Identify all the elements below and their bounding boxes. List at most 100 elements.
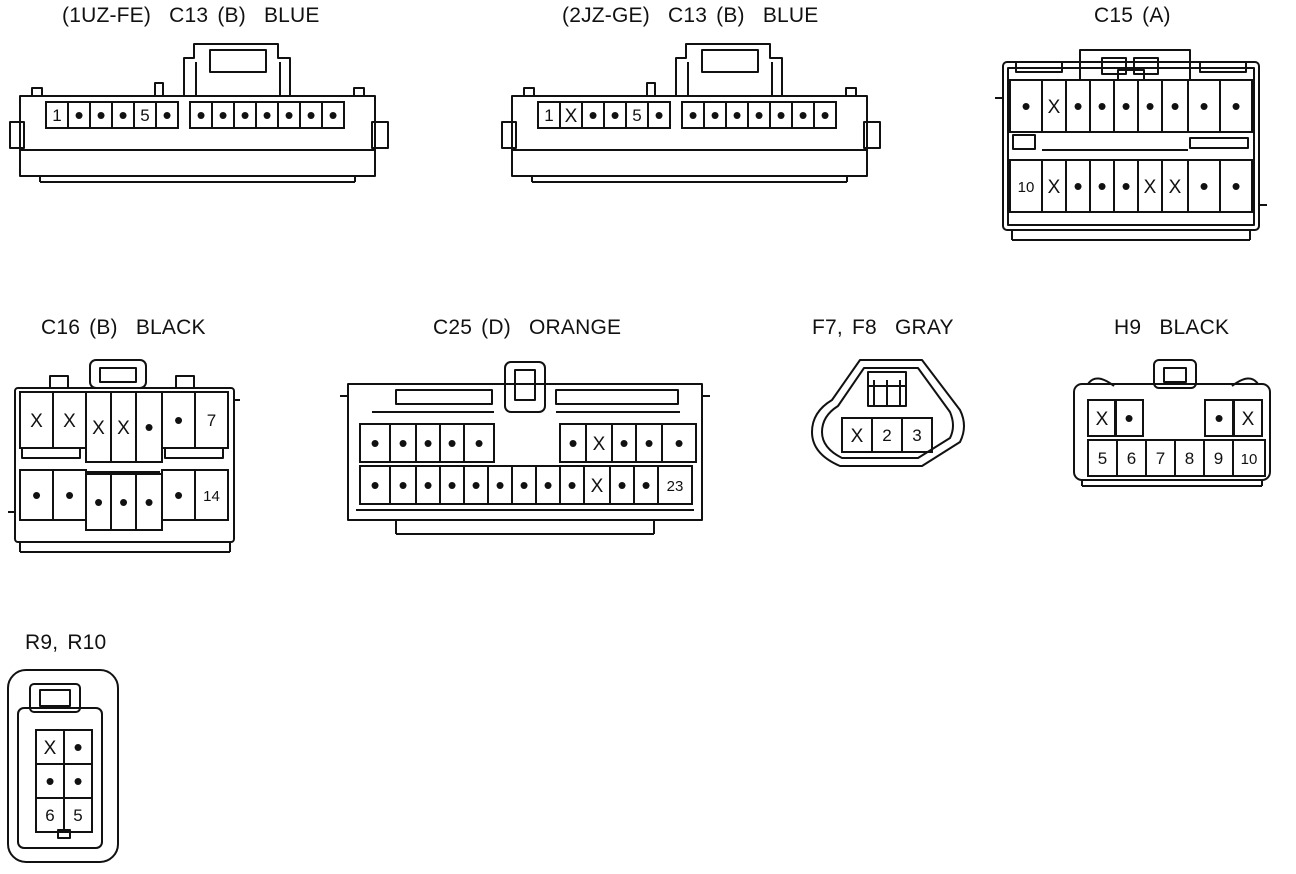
- pin-label: •: [1097, 171, 1106, 201]
- pin-label: •: [776, 100, 785, 130]
- pin-label: •: [370, 428, 379, 458]
- pin-label: 3: [912, 426, 921, 445]
- pin-c25-r0-0: •: [359, 423, 391, 463]
- pin-c16-r1-5: •: [161, 469, 196, 521]
- pin-c13-2jz-12: •: [791, 100, 815, 130]
- pin-label: •: [644, 428, 653, 458]
- pin-label: X: [851, 426, 864, 447]
- pin-label: •: [820, 100, 829, 130]
- pin-c16-r1-3: •: [110, 473, 137, 531]
- pin-label: •: [519, 470, 528, 500]
- connector-f7f8-housing: [811, 359, 965, 467]
- pin-r9r10-r0-1: •: [63, 729, 93, 765]
- pin-label: •: [73, 732, 82, 762]
- pin-label: •: [1214, 403, 1223, 433]
- pin-label: •: [688, 100, 697, 130]
- pin-c13-1uz-8: •: [211, 100, 235, 130]
- pin-c16-r1-4: •: [135, 473, 163, 531]
- pin-label: X: [44, 738, 57, 759]
- pin-c13-1uz-0: 1: [45, 101, 69, 129]
- pin-c13-1uz-12: •: [299, 100, 323, 130]
- pin-c15-r1-8: •: [1219, 159, 1253, 213]
- pin-label: •: [495, 470, 504, 500]
- pin-label: 14: [203, 488, 220, 505]
- title-c25: C25 (D) ORANGE: [433, 316, 622, 339]
- pin-label: •: [674, 428, 683, 458]
- pin-h9-r1-0: 5: [1087, 439, 1118, 477]
- pin-c25-r0-10: •: [661, 423, 697, 463]
- connector-h9-housing: [1073, 359, 1271, 487]
- pin-c25-r0-3: •: [439, 423, 465, 463]
- pin-label: •: [471, 470, 480, 500]
- pin-c15-r1-1: X: [1041, 159, 1067, 213]
- pin-h9-r1-1: 6: [1116, 439, 1147, 477]
- pin-c25-r1-4: •: [463, 465, 489, 505]
- pin-label: •: [568, 428, 577, 458]
- pin-c16-r1-0: •: [19, 469, 54, 521]
- pin-label: •: [641, 470, 650, 500]
- pin-label: •: [370, 470, 379, 500]
- pin-c25-r0-1: •: [389, 423, 417, 463]
- pin-c13-2jz-8: •: [703, 100, 727, 130]
- pin-c15-r1-6: X: [1161, 159, 1189, 213]
- pin-label: •: [1199, 91, 1208, 121]
- pin-f7f8-1: 2: [871, 417, 903, 453]
- pin-label: •: [732, 100, 741, 130]
- pin-label: •: [1073, 91, 1082, 121]
- pin-c25-r1-1: •: [389, 465, 417, 505]
- pin-label: •: [1021, 91, 1030, 121]
- pin-c16-r0-6: 7: [194, 391, 229, 449]
- pin-c13-1uz-5: •: [155, 100, 179, 130]
- pin-label: •: [474, 428, 483, 458]
- pin-c25-r0-4: •: [463, 423, 495, 463]
- pin-c15-r0-7: •: [1187, 79, 1221, 133]
- pin-r9r10-r1-1: •: [63, 763, 93, 799]
- pin-c13-2jz-0: 1: [537, 101, 561, 129]
- pin-label: •: [284, 100, 293, 130]
- title-c15: C15 (A): [1094, 4, 1171, 27]
- pin-label: •: [144, 487, 153, 517]
- pin-label: •: [306, 100, 315, 130]
- pin-c16-r0-1: X: [52, 391, 87, 449]
- pin-label: •: [328, 100, 337, 130]
- pin-label: 1: [544, 106, 553, 125]
- pin-label: •: [423, 470, 432, 500]
- pin-label: •: [262, 100, 271, 130]
- pin-c16-r0-4: •: [135, 391, 163, 463]
- connector-c13-2jz-housing: [501, 43, 881, 183]
- pin-c25-r1-5: •: [487, 465, 513, 505]
- pin-label: 8: [1185, 449, 1194, 468]
- pin-label: •: [654, 100, 663, 130]
- pin-c15-r0-3: •: [1089, 79, 1115, 133]
- pin-label: X: [1242, 409, 1255, 430]
- pin-c25-r1-0: •: [359, 465, 391, 505]
- pin-label: •: [119, 487, 128, 517]
- title-c13-1uz: (1UZ-FE) C13 (B) BLUE: [62, 4, 320, 27]
- pin-c25-r1-6: •: [511, 465, 537, 505]
- pin-label: •: [710, 100, 719, 130]
- pin-c15-r0-8: •: [1219, 79, 1253, 133]
- pin-c13-1uz-2: •: [89, 100, 113, 130]
- pin-label: •: [567, 470, 576, 500]
- pin-c13-1uz-11: •: [277, 100, 301, 130]
- pin-label: •: [240, 100, 249, 130]
- pin-c13-2jz-4: 5: [625, 101, 649, 129]
- pin-c15-r1-4: •: [1113, 159, 1139, 213]
- pin-label: 23: [667, 478, 684, 495]
- pin-label: •: [96, 100, 105, 130]
- pin-label: •: [1121, 171, 1130, 201]
- pin-label: •: [1097, 91, 1106, 121]
- pin-c25-r1-12: 23: [657, 465, 693, 505]
- pin-c15-r1-5: X: [1137, 159, 1163, 213]
- pin-label: •: [65, 480, 74, 510]
- pin-c15-r0-5: •: [1137, 79, 1163, 133]
- title-f7f8: F7, F8 GRAY: [812, 316, 954, 339]
- pin-c13-2jz-3: •: [603, 100, 627, 130]
- pin-label: X: [1048, 97, 1061, 118]
- connector-c13-1uz-housing: [9, 43, 389, 183]
- pin-label: X: [30, 411, 43, 432]
- pin-label: •: [754, 100, 763, 130]
- pin-label: X: [591, 476, 604, 497]
- pin-r9r10-r2-1: 5: [63, 797, 93, 833]
